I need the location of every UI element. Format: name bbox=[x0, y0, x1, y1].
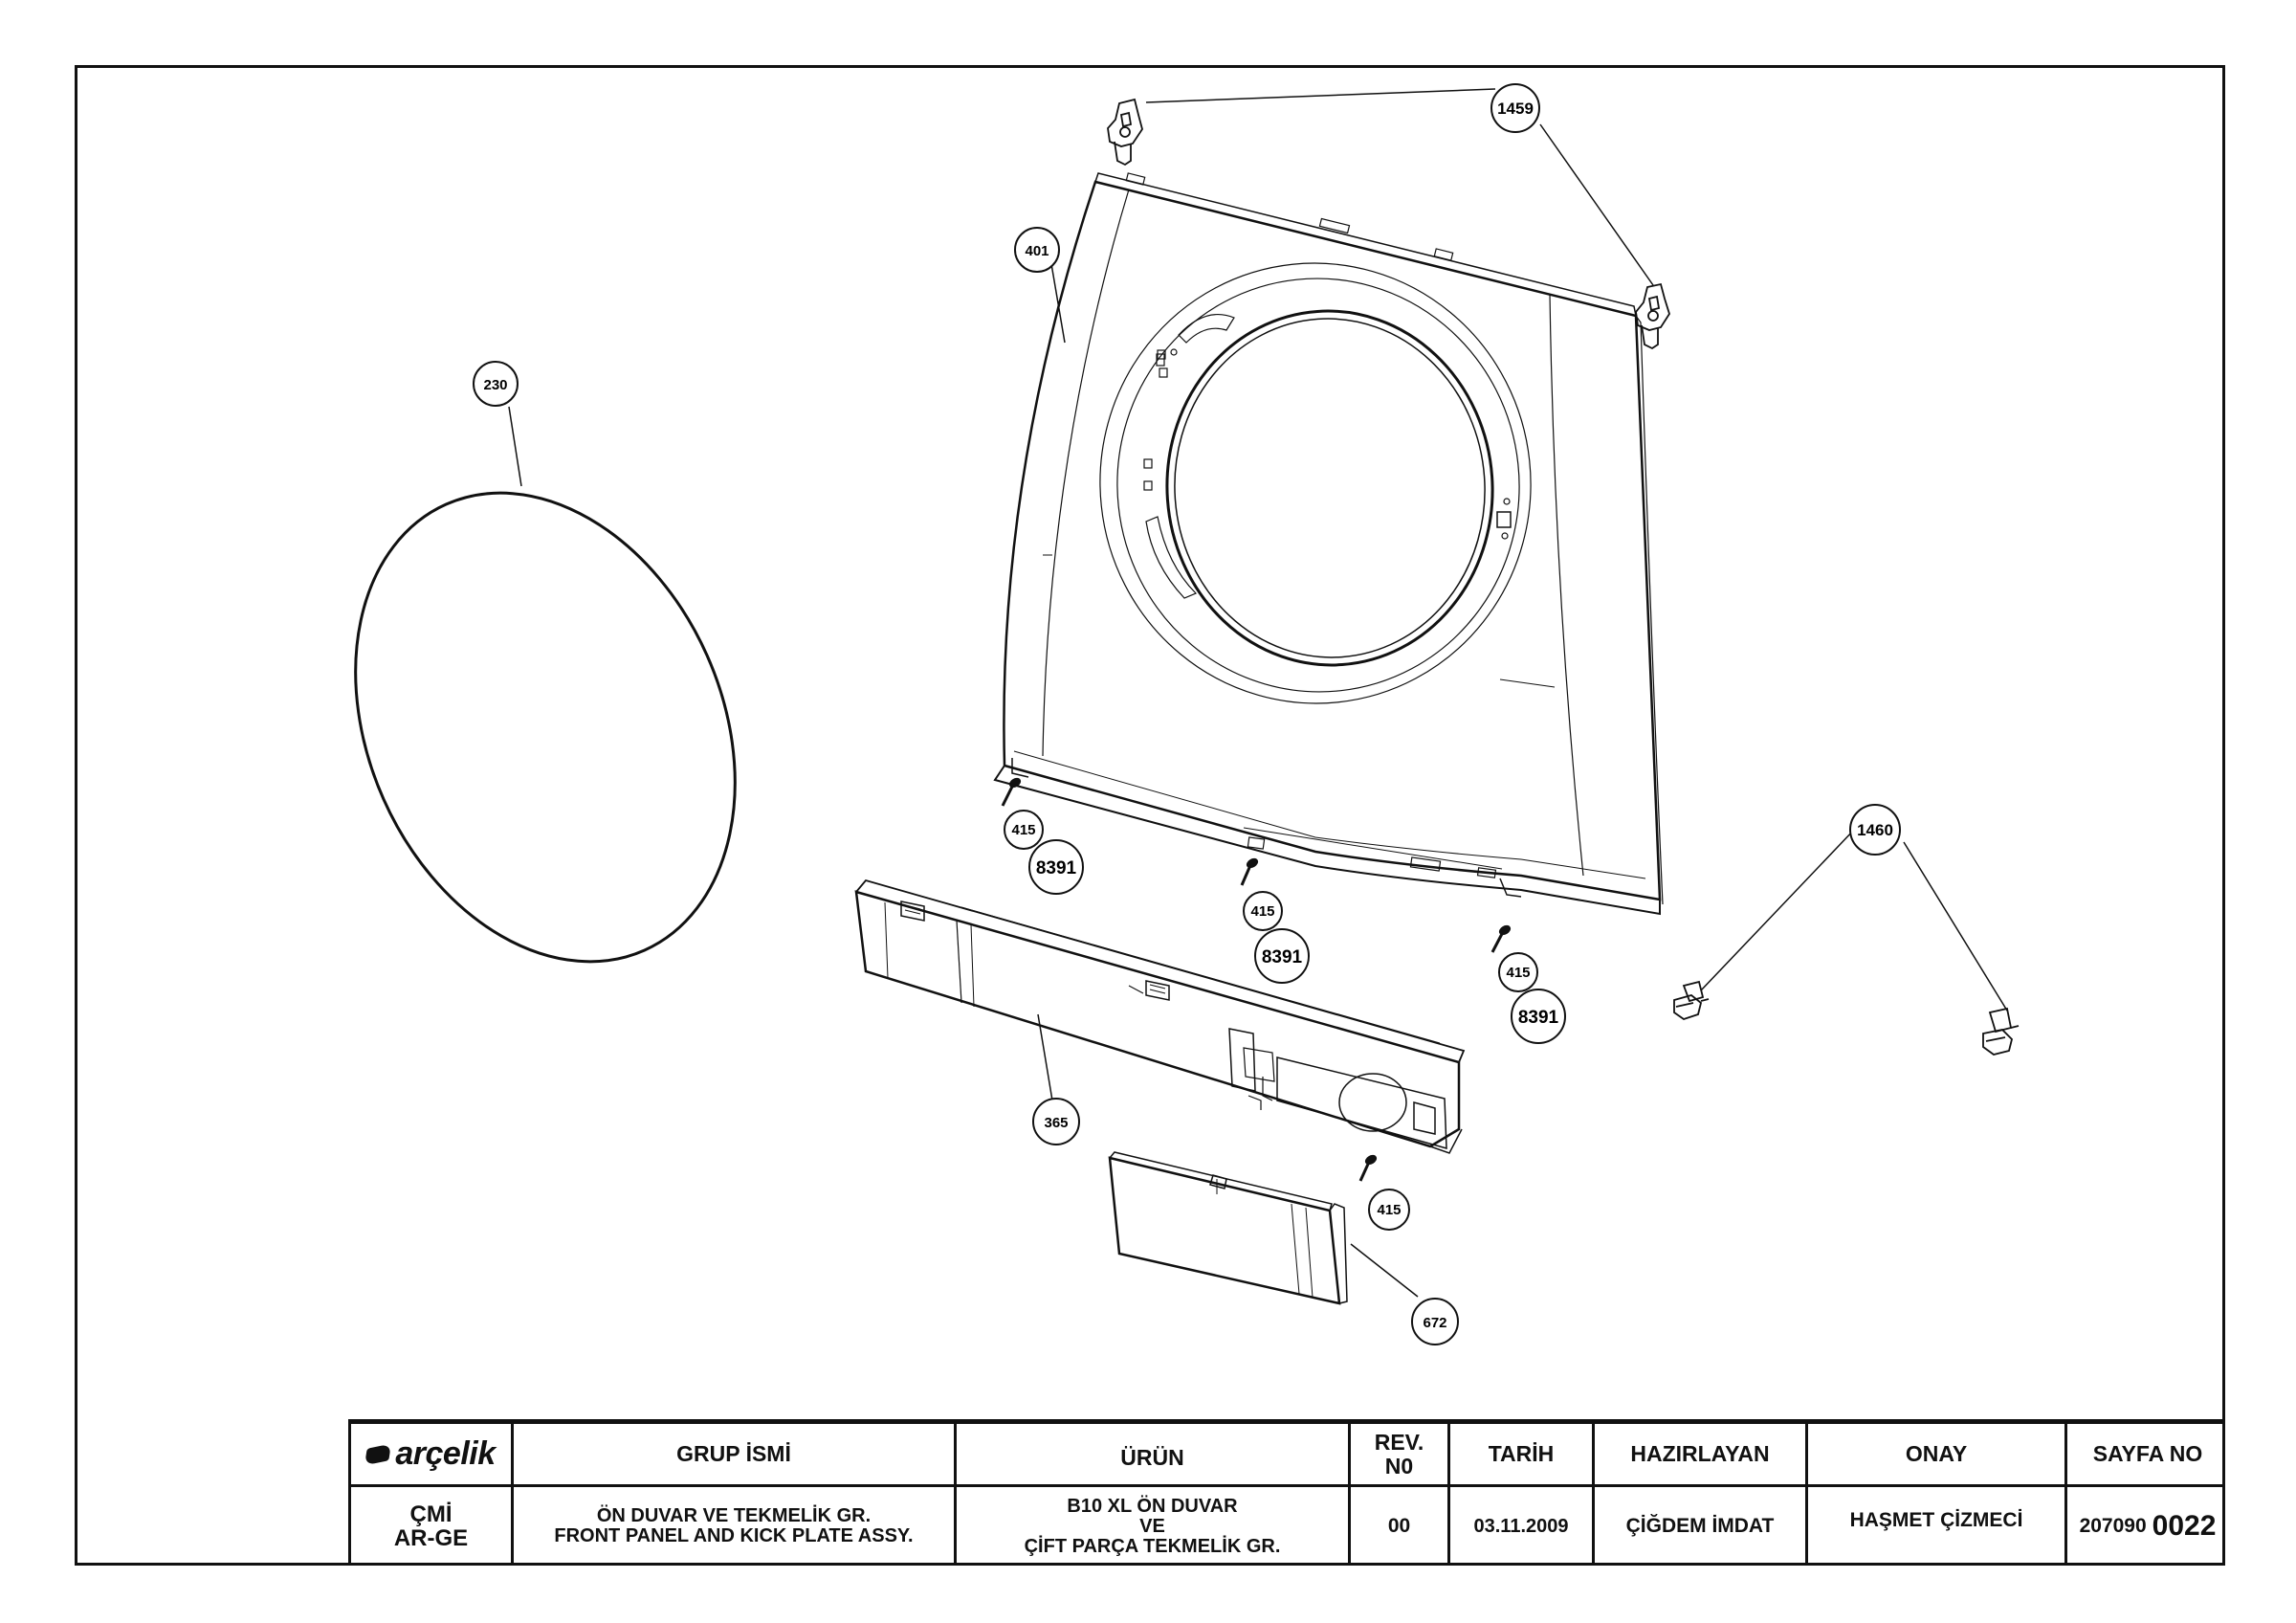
leader-1459b bbox=[1539, 123, 1654, 286]
callout-8391-c: 8391 bbox=[1511, 989, 1566, 1044]
svg-text:672: 672 bbox=[1423, 1315, 1446, 1331]
callout-8391-b: 8391 bbox=[1254, 928, 1310, 984]
part-415-screw-c bbox=[1490, 924, 1512, 953]
part-415-screw-b bbox=[1240, 857, 1259, 886]
part-415-screw-d bbox=[1358, 1154, 1378, 1182]
part-365-kick-plate bbox=[854, 878, 1466, 1154]
callout-8391-a: 8391 bbox=[1028, 839, 1084, 895]
svg-text:415: 415 bbox=[1506, 965, 1530, 981]
page-number-value: 207090 0022 bbox=[2079, 1510, 2217, 1543]
arcelik-logo-mark bbox=[364, 1443, 392, 1465]
callout-672: 672 bbox=[1411, 1298, 1459, 1345]
svg-text:415: 415 bbox=[1250, 903, 1274, 920]
svg-text:8391: 8391 bbox=[1036, 858, 1077, 878]
callout-230: 230 bbox=[473, 361, 519, 407]
header-product: ÜRÜN bbox=[1120, 1445, 1184, 1471]
product-value: B10 XL ÖN DUVAR VE ÇİFT PARÇA TEKMELİK G… bbox=[1024, 1495, 1281, 1557]
leader-1460b bbox=[1903, 841, 2008, 1012]
svg-text:1460: 1460 bbox=[1857, 821, 1893, 839]
header-date: TARİH bbox=[1488, 1441, 1555, 1467]
part-1459-top-clip-left bbox=[1107, 98, 1143, 167]
svg-text:401: 401 bbox=[1025, 243, 1049, 259]
svg-text:415: 415 bbox=[1377, 1202, 1401, 1218]
svg-text:8391: 8391 bbox=[1262, 947, 1303, 967]
callout-1459: 1459 bbox=[1490, 83, 1540, 133]
leader-1459a bbox=[1145, 88, 1496, 103]
part-672-filter-cover bbox=[1108, 1151, 1348, 1305]
part-1460-clip-right bbox=[1982, 1007, 2020, 1056]
callout-415-c: 415 bbox=[1498, 952, 1538, 992]
title-block: arçelik GRUP İSMİ ÜRÜN REV. N0 TARİH HAZ… bbox=[348, 1419, 2225, 1566]
callout-415-a: 415 bbox=[1004, 810, 1044, 850]
rev-value: 00 bbox=[1387, 1514, 1411, 1537]
company-logo: arçelik bbox=[351, 1424, 511, 1484]
header-rev-no: REV. N0 bbox=[1374, 1430, 1424, 1478]
prepared-by-value: ÇİĞDEM İMDAT bbox=[1625, 1514, 1775, 1537]
leader-672 bbox=[1350, 1243, 1419, 1298]
department: ÇMİ AR-GE bbox=[393, 1501, 469, 1551]
svg-text:230: 230 bbox=[483, 377, 507, 393]
part-1460-clip-left bbox=[1673, 980, 1710, 1020]
svg-text:415: 415 bbox=[1011, 822, 1035, 838]
svg-text:365: 365 bbox=[1044, 1115, 1068, 1131]
drawing-frame bbox=[75, 65, 2225, 1566]
leader-230 bbox=[508, 406, 522, 487]
callout-415-b: 415 bbox=[1243, 891, 1283, 931]
header-page-no: SAYFA NO bbox=[2092, 1441, 2203, 1467]
callout-401: 401 bbox=[1014, 227, 1060, 273]
part-1459-top-clip-right bbox=[1635, 282, 1670, 350]
svg-text:1459: 1459 bbox=[1497, 100, 1534, 118]
logo-text: arçelik bbox=[395, 1434, 496, 1472]
header-approval: ONAY bbox=[1905, 1441, 1968, 1467]
leader-365 bbox=[1037, 1013, 1053, 1101]
approval-value: HAŞMET ÇİZMECİ bbox=[1849, 1508, 2023, 1531]
leader-401 bbox=[1049, 257, 1066, 344]
part-230-door-gasket bbox=[354, 491, 737, 964]
callout-415-d: 415 bbox=[1368, 1189, 1410, 1231]
part-401-front-panel bbox=[993, 172, 1664, 916]
callout-365: 365 bbox=[1032, 1098, 1080, 1145]
svg-text:8391: 8391 bbox=[1518, 1008, 1559, 1028]
title-block-divider bbox=[351, 1484, 2225, 1487]
header-prepared-by: HAZIRLAYAN bbox=[1630, 1441, 1770, 1467]
part-415-screw-a bbox=[1001, 777, 1022, 807]
header-group-name: GRUP İSMİ bbox=[676, 1441, 791, 1467]
group-name-value: ÖN DUVAR VE TEKMELİK GR. FRONT PANEL AND… bbox=[554, 1505, 914, 1546]
callout-1460: 1460 bbox=[1849, 804, 1901, 856]
leader-1460a bbox=[1700, 827, 1857, 991]
date-value: 03.11.2009 bbox=[1473, 1515, 1569, 1537]
